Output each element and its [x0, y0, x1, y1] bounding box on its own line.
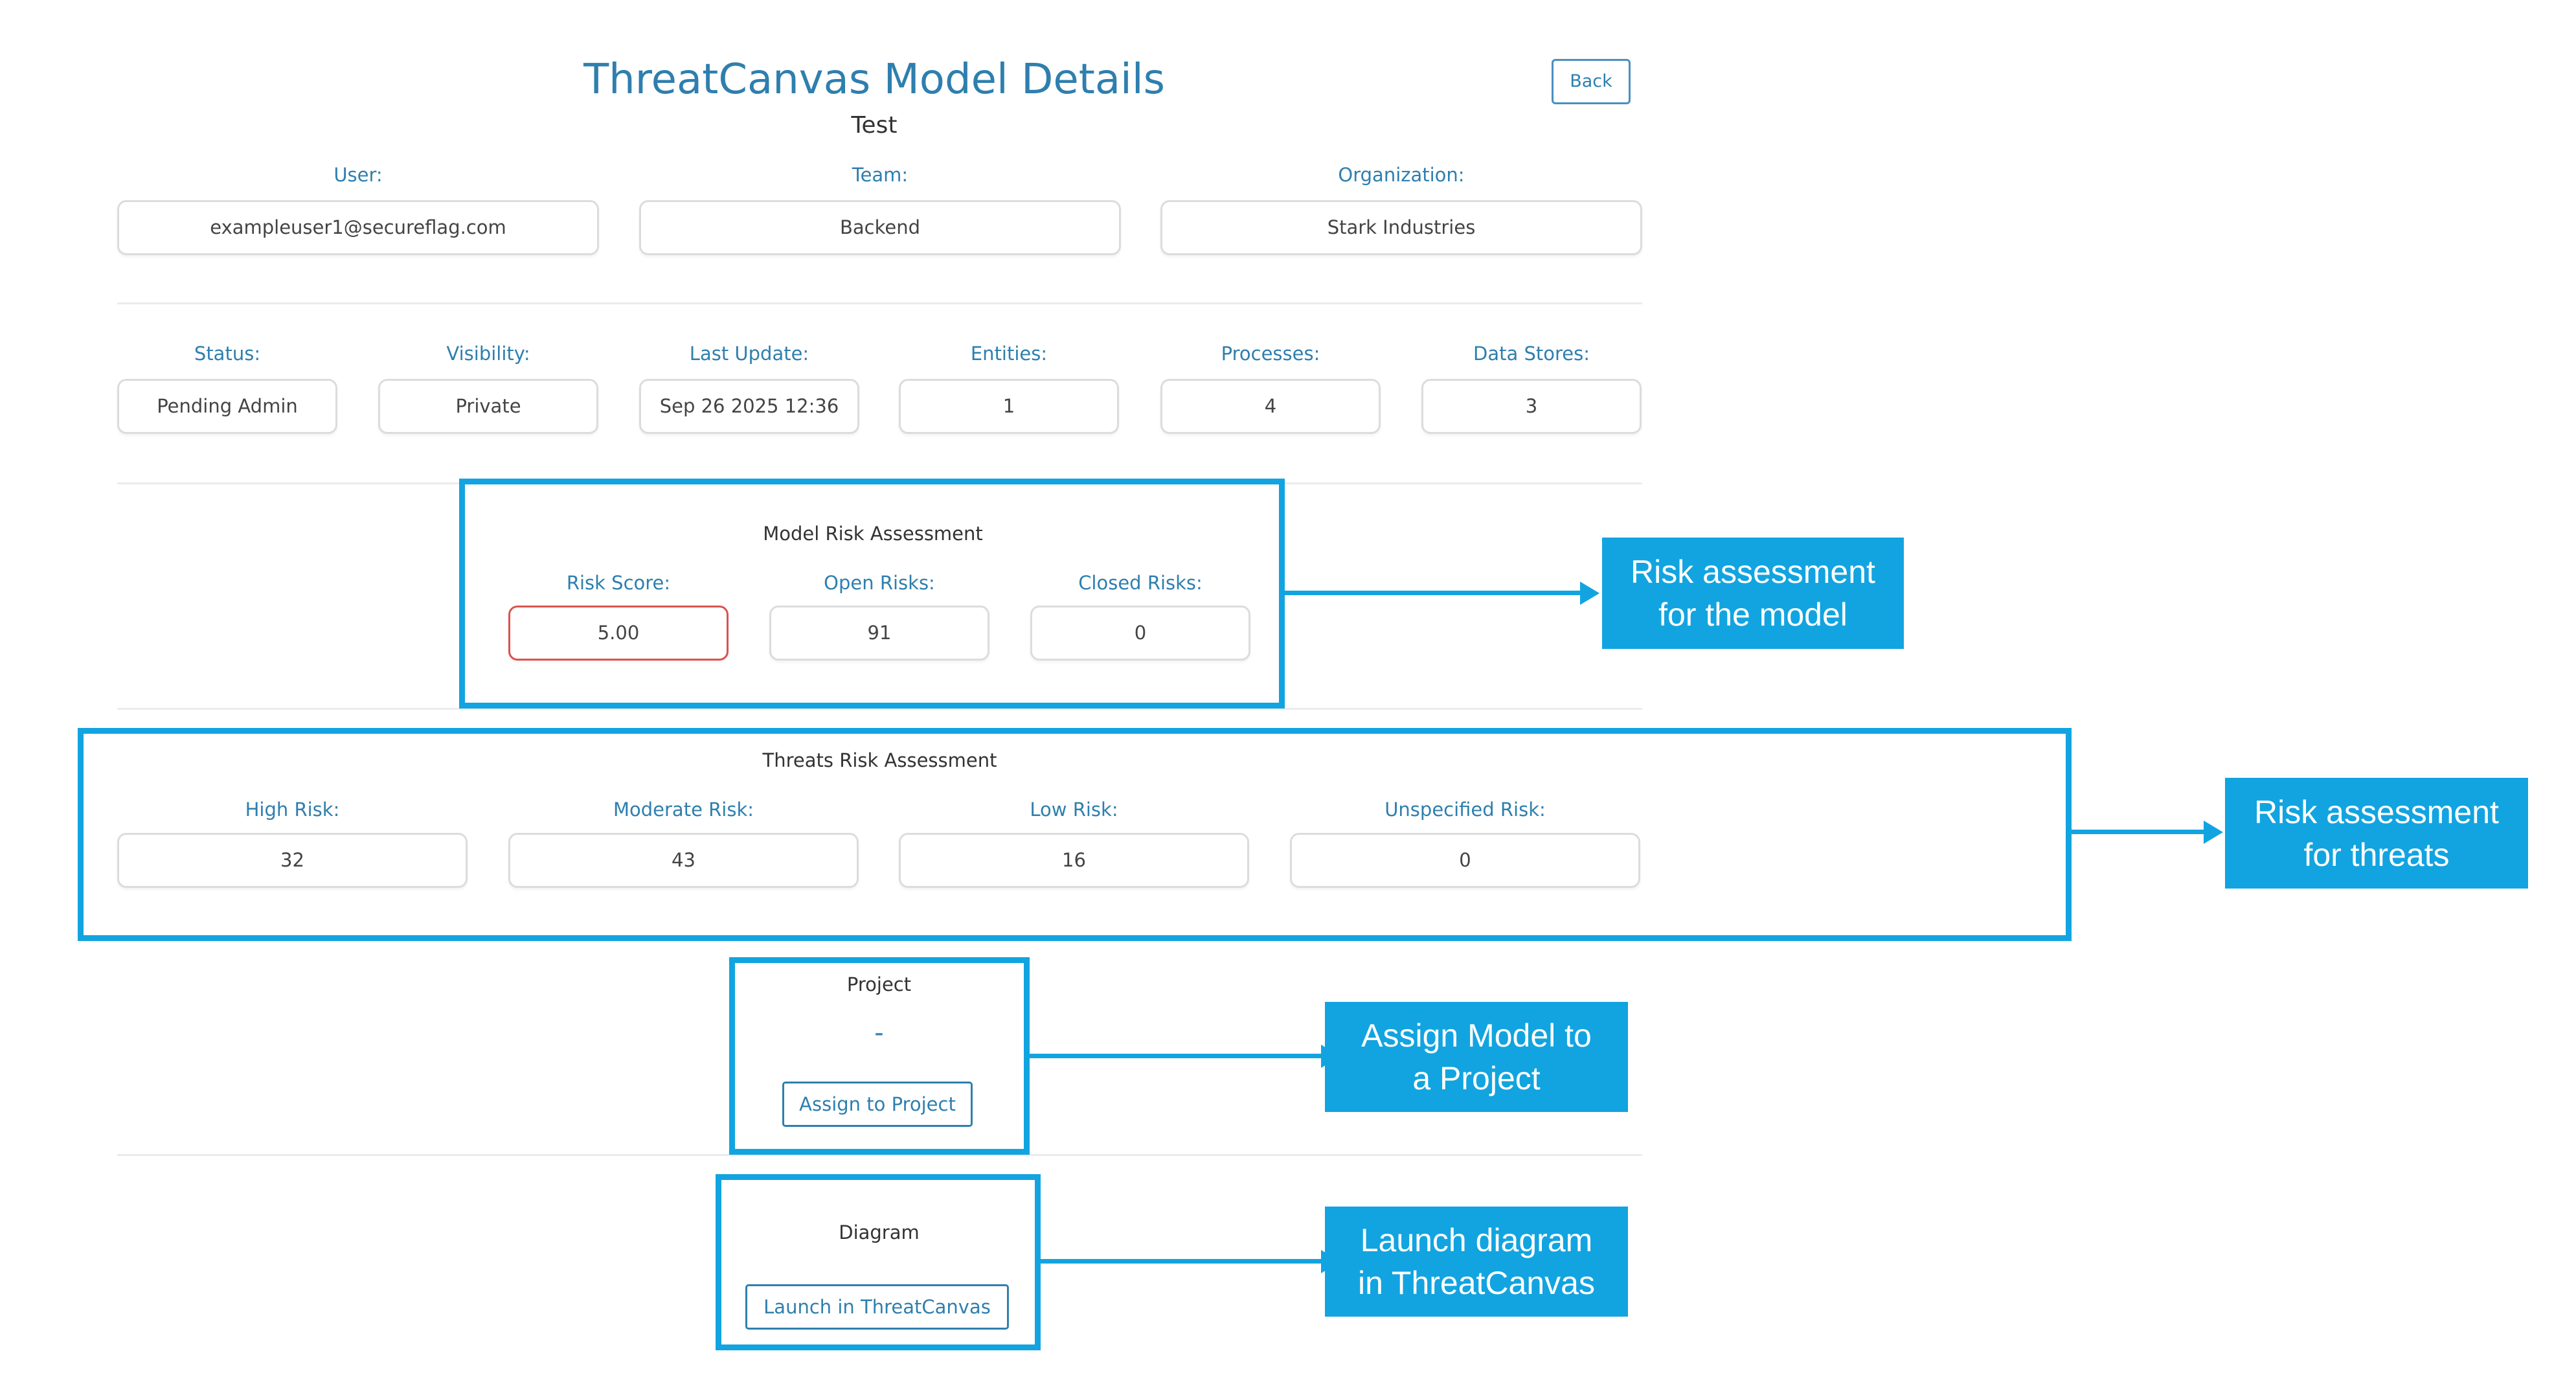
callout-line: Risk assessment [2254, 793, 2499, 830]
model-risk-highlight-box [459, 479, 1285, 709]
arrow-line [1041, 1259, 1324, 1264]
model-name: Test [851, 112, 898, 139]
model-risk-callout: Risk assessment for the model [1602, 538, 1904, 649]
callout-line: for threats [2303, 836, 2450, 873]
assign-to-project-button[interactable]: Assign to Project [782, 1082, 973, 1127]
divider [117, 708, 1642, 710]
data-stores-label: Data Stores: [1473, 343, 1590, 365]
divider [117, 1154, 1642, 1156]
unspecified-risk-field: 0 [1290, 833, 1640, 888]
moderate-risk-label: Moderate Risk: [613, 799, 754, 821]
model-risk-title: Model Risk Assessment [763, 523, 983, 545]
risk-score-label: Risk Score: [566, 572, 671, 594]
project-value: - [874, 1018, 884, 1048]
team-field: Backend [639, 200, 1121, 255]
entities-field: 1 [899, 379, 1119, 434]
user-field: exampleuser1@secureflag.com [117, 200, 599, 255]
diagram-title: Diagram [839, 1221, 920, 1243]
arrow-head-icon [1580, 582, 1599, 605]
threats-risk-highlight-box [78, 728, 2072, 941]
processes-label: Processes: [1221, 343, 1320, 365]
project-callout: Assign Model to a Project [1325, 1002, 1628, 1112]
diagram-callout: Launch diagram in ThreatCanvas [1325, 1207, 1628, 1317]
arrow-line [1285, 591, 1583, 595]
closed-risks-field: 0 [1030, 606, 1250, 661]
arrow-line [2072, 830, 2206, 834]
unspecified-risk-label: Unspecified Risk: [1384, 799, 1546, 821]
launch-in-threatcanvas-button[interactable]: Launch in ThreatCanvas [745, 1284, 1009, 1330]
user-label: User: [333, 164, 383, 186]
moderate-risk-field: 43 [508, 833, 859, 888]
open-risks-label: Open Risks: [824, 572, 935, 594]
data-stores-field: 3 [1421, 379, 1642, 434]
status-field: Pending Admin [117, 379, 337, 434]
open-risks-field: 91 [769, 606, 989, 661]
entities-label: Entities: [970, 343, 1048, 365]
page-title: ThreatCanvas Model Details [583, 56, 1165, 104]
last-update-label: Last Update: [689, 343, 809, 365]
divider [117, 302, 1642, 304]
threats-risk-callout: Risk assessment for threats [2225, 778, 2528, 889]
project-title: Project [846, 973, 912, 995]
processes-field: 4 [1160, 379, 1381, 434]
callout-line: for the model [1658, 596, 1847, 633]
diagram-highlight-box [716, 1174, 1041, 1350]
closed-risks-label: Closed Risks: [1078, 572, 1203, 594]
arrow-line [1030, 1054, 1324, 1058]
back-button[interactable]: Back [1552, 59, 1631, 104]
callout-line: a Project [1412, 1060, 1541, 1096]
project-highlight-box [729, 957, 1030, 1155]
callout-line: Risk assessment [1631, 554, 1875, 590]
last-update-field: Sep 26 2025 12:36 [639, 379, 859, 434]
high-risk-label: High Risk: [245, 799, 340, 821]
callout-line: in ThreatCanvas [1358, 1265, 1595, 1301]
risk-score-field: 5.00 [508, 606, 729, 661]
threats-risk-title: Threats Risk Assessment [762, 749, 997, 771]
team-label: Team: [852, 164, 909, 186]
organization-label: Organization: [1338, 164, 1465, 186]
callout-line: Assign Model to [1361, 1017, 1592, 1054]
organization-field: Stark Industries [1160, 200, 1642, 255]
high-risk-field: 32 [117, 833, 468, 888]
low-risk-field: 16 [899, 833, 1249, 888]
callout-line: Launch diagram [1360, 1222, 1593, 1258]
status-label: Status: [194, 343, 261, 365]
arrow-head-icon [2204, 821, 2223, 844]
visibility-label: Visibility: [446, 343, 530, 365]
low-risk-label: Low Risk: [1030, 799, 1118, 821]
visibility-field: Private [378, 379, 598, 434]
